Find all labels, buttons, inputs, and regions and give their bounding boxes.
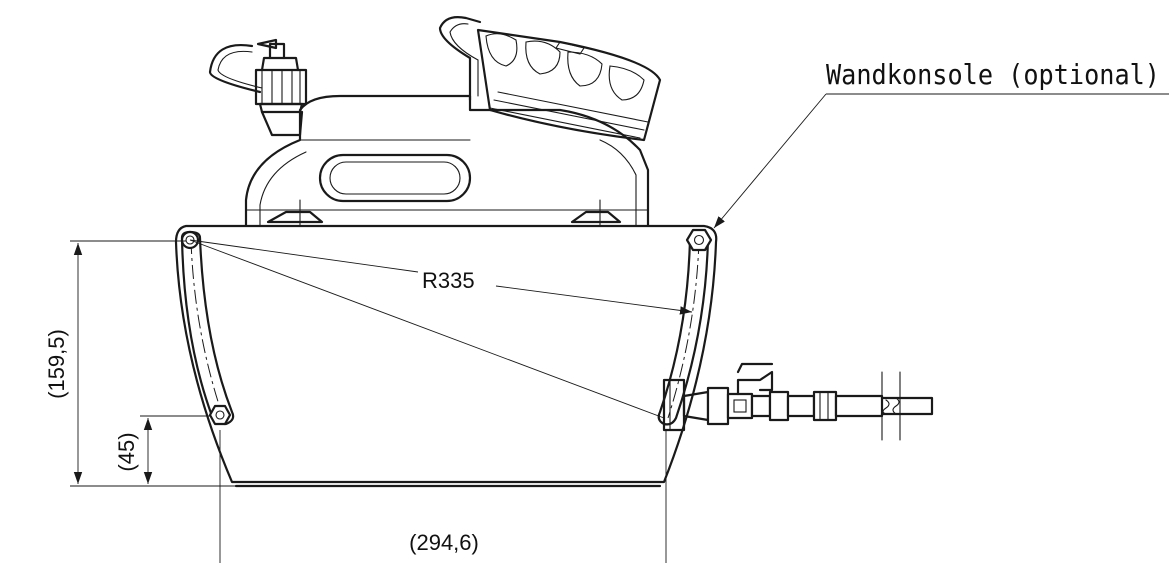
dimension-lines — [70, 93, 1169, 563]
radius-label: R335 — [422, 268, 475, 293]
drain-valve — [682, 362, 934, 441]
wall-bracket — [174, 224, 718, 488]
bolt-bottom-left — [208, 404, 232, 426]
wall-bracket-label: Wandkonsole (optional) — [826, 58, 1160, 91]
lid — [438, 16, 662, 142]
height-hole-label: (45) — [114, 432, 139, 471]
spout — [208, 38, 308, 137]
canister — [208, 16, 662, 230]
height-total-label: (159,5) — [44, 329, 69, 399]
bolt-top-right — [685, 228, 713, 252]
width-label: (294,6) — [409, 530, 479, 555]
